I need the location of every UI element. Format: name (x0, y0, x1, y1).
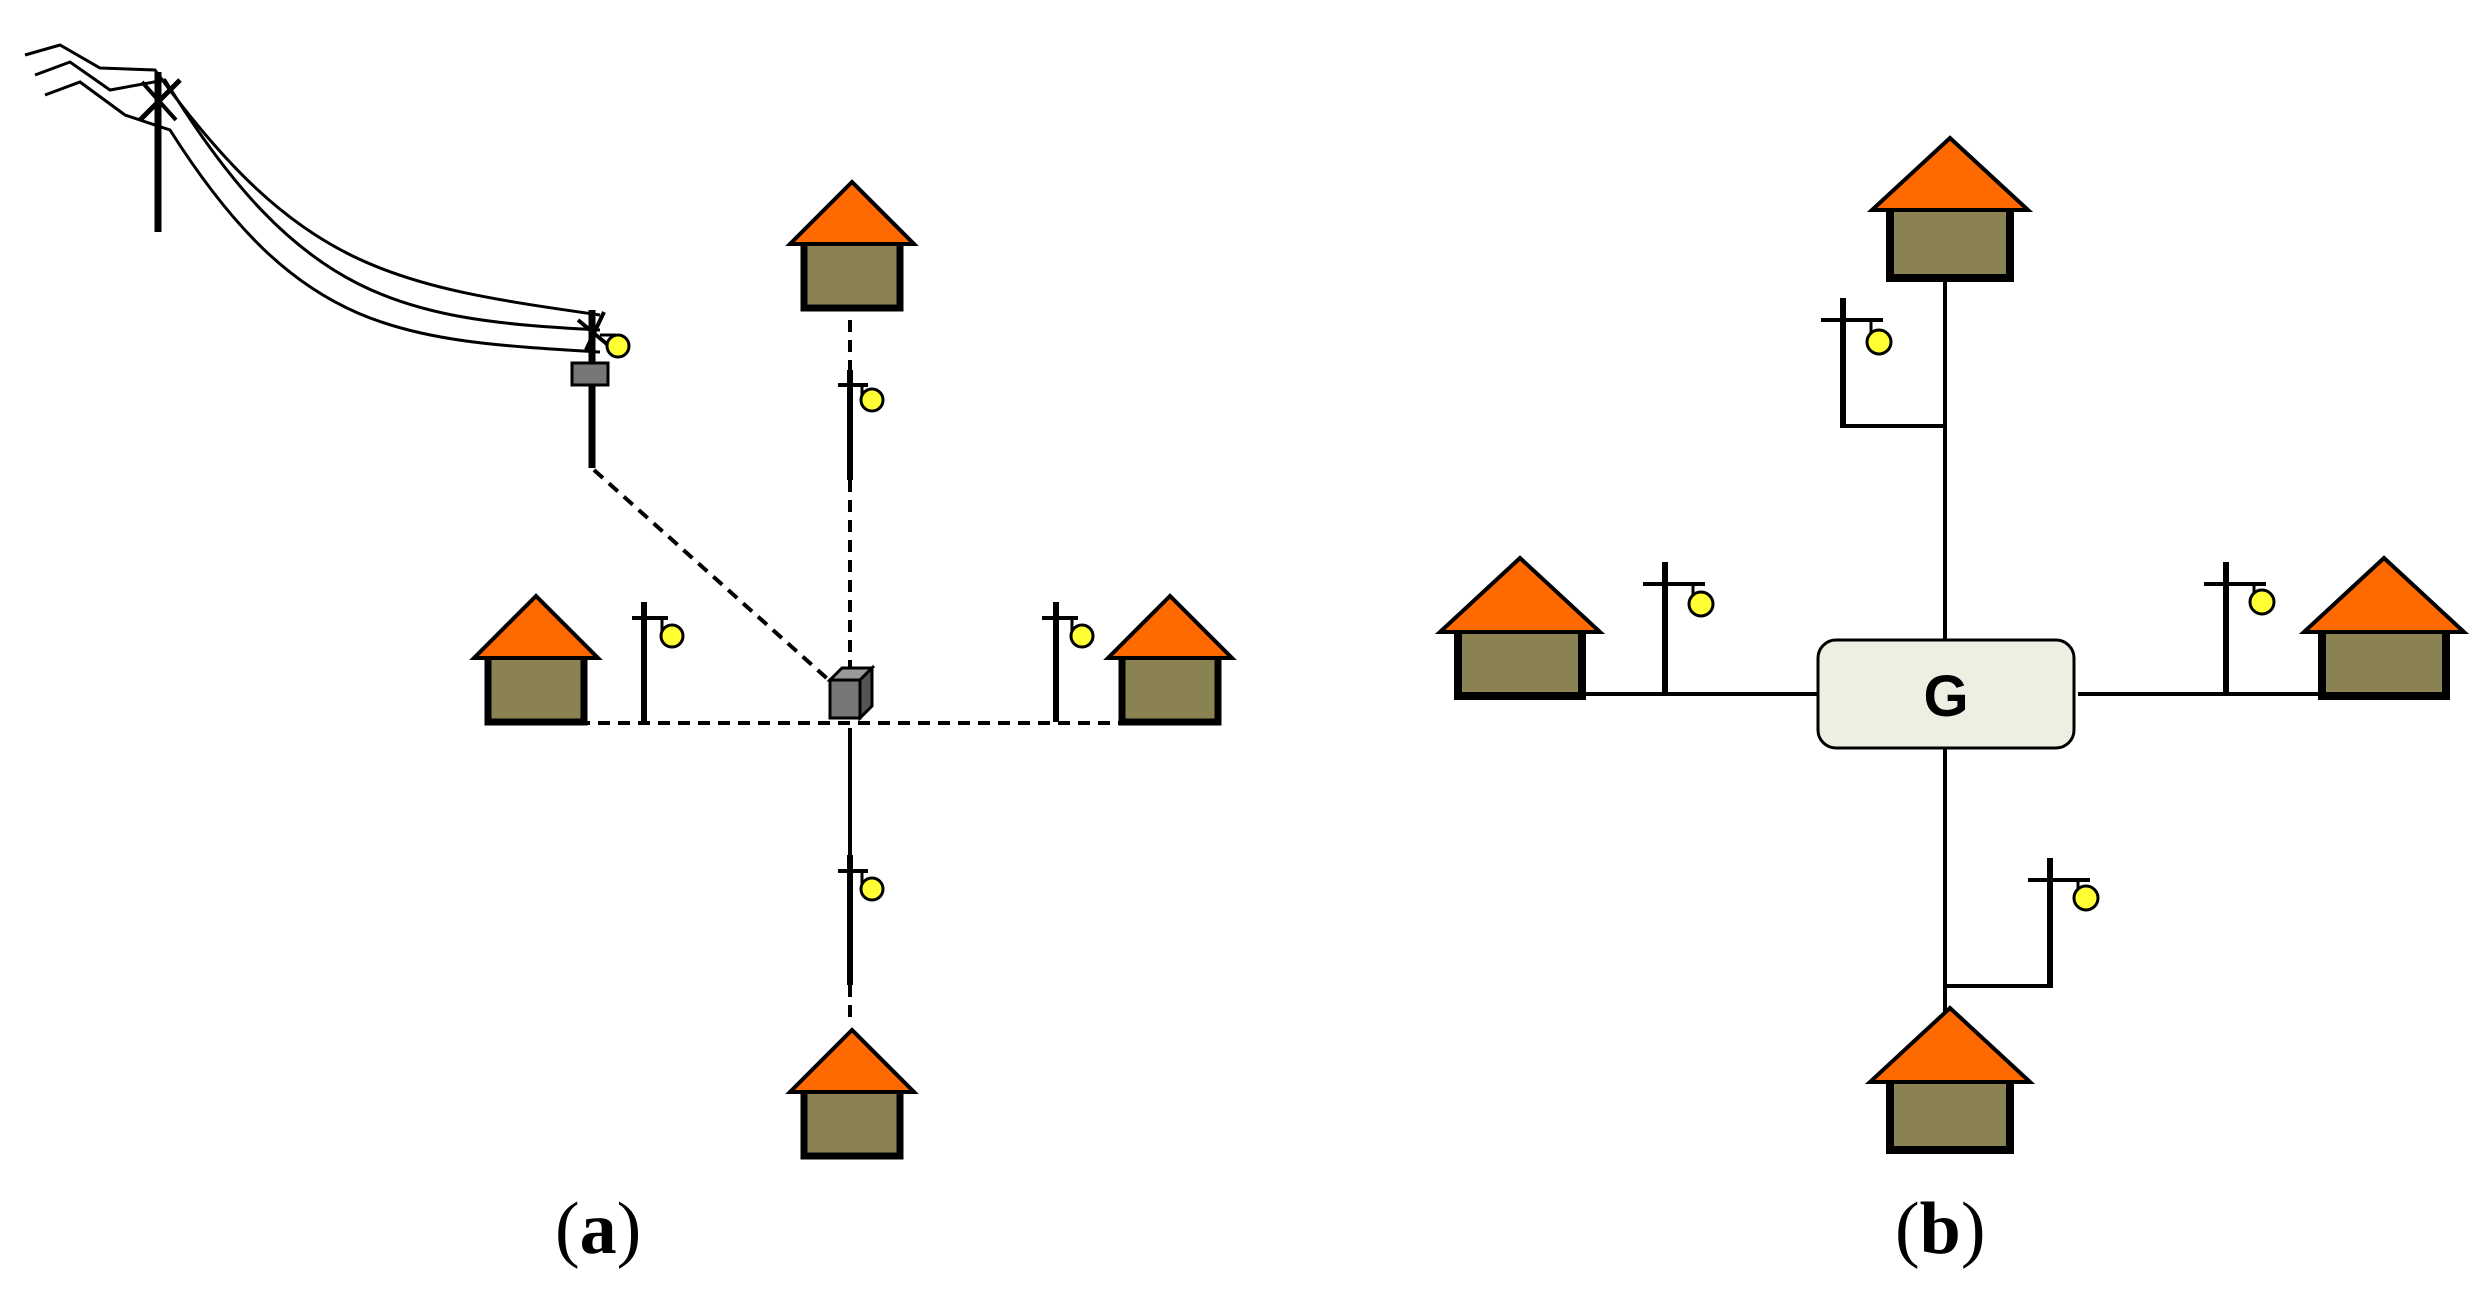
meter-box-icon (570, 361, 610, 387)
house-icon (790, 1030, 914, 1156)
house-icon (790, 182, 914, 308)
street-lamp-icon (1821, 298, 1893, 428)
street-lamp-icon (1042, 602, 1095, 722)
distribution-lines (1580, 272, 2330, 1012)
caption-panel-a: (a) (555, 1188, 642, 1270)
panel-a (24, 43, 1232, 1156)
meter-box-icon (826, 664, 876, 722)
house-icon (1434, 555, 1606, 700)
street-lamp-icon (632, 602, 685, 722)
street-lamp-icon (2028, 858, 2100, 988)
power-pole-icon (138, 72, 182, 232)
power-pole-icon (576, 310, 610, 468)
street-lamp-icon (1643, 562, 1715, 692)
overhead-wires (24, 43, 601, 354)
street-lamp-icon (838, 370, 885, 480)
street-lamp-icon (2204, 562, 2276, 692)
house-icon (2298, 555, 2470, 700)
house-icon (474, 596, 598, 722)
house-icon (1864, 1005, 2036, 1154)
street-lamp-icon (838, 855, 885, 985)
caption-panel-b: (b) (1895, 1188, 1986, 1270)
generator-box: G (1816, 638, 2076, 750)
house-icon (1866, 135, 2034, 282)
generator-label: G (1923, 664, 1968, 729)
panel-b: G (1434, 135, 2470, 1154)
street-lamp-icon (600, 333, 631, 359)
house-icon (1108, 596, 1232, 722)
